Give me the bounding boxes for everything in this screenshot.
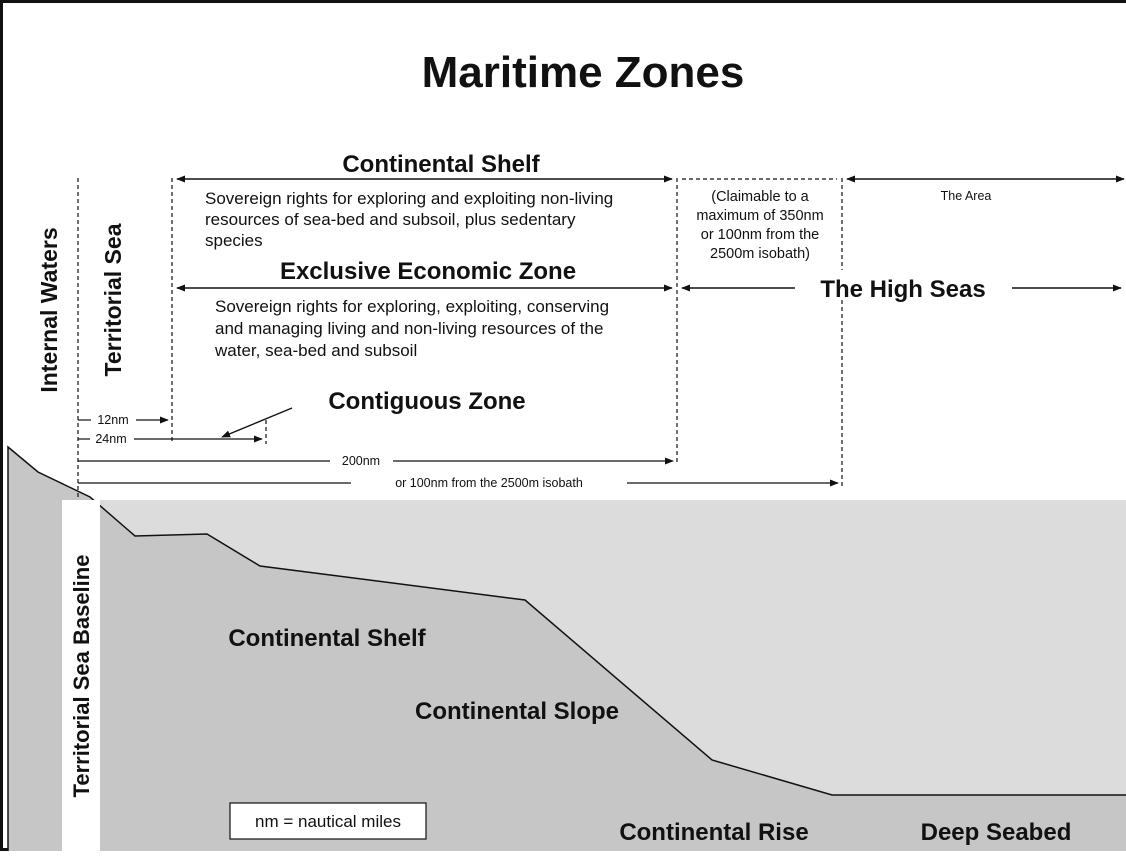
page-title: Maritime Zones (422, 48, 745, 97)
territorial-sea-label: Territorial Sea (100, 223, 126, 376)
seabed-shelf-label: Continental Shelf (228, 625, 426, 652)
the-area-label: The Area (941, 189, 992, 203)
seabed-rise-label: Continental Rise (619, 819, 808, 846)
legend-text: nm = nautical miles (255, 812, 401, 831)
eez-desc-2: and managing living and non-living resou… (215, 319, 603, 338)
high-seas-label: The High Seas (820, 276, 985, 303)
seabed-slope-label: Continental Slope (415, 698, 619, 725)
contiguous-zone-label: Contiguous Zone (328, 388, 525, 415)
claimable-line-3: or 100nm from the (701, 227, 819, 243)
eez-desc-1: Sovereign rights for exploring, exploiti… (215, 297, 609, 316)
nm200-label: 200nm (342, 454, 380, 468)
claimable-line-1: (Claimable to a (711, 189, 809, 205)
seabed-deep-label: Deep Seabed (921, 819, 1072, 846)
eez-label: Exclusive Economic Zone (280, 258, 576, 285)
continental-shelf-desc-1: Sovereign rights for exploring and explo… (205, 189, 613, 208)
claimable-line-4: 2500m isobath) (710, 246, 810, 262)
baseline-label: Territorial Sea Baseline (69, 555, 94, 798)
internal-waters-label: Internal Waters (36, 227, 62, 392)
continental-shelf-desc-2: resources of sea-bed and subsoil, plus s… (205, 210, 576, 229)
nm24-label: 24nm (95, 432, 126, 446)
continental-shelf-desc-3: species (205, 231, 263, 250)
nm12-label: 12nm (97, 413, 128, 427)
claimable-line-2: maximum of 350nm (696, 208, 823, 224)
isobath-label: or 100nm from the 2500m isobath (395, 476, 583, 490)
continental-shelf-label: Continental Shelf (342, 151, 540, 178)
eez-desc-3: water, sea-bed and subsoil (214, 341, 417, 360)
